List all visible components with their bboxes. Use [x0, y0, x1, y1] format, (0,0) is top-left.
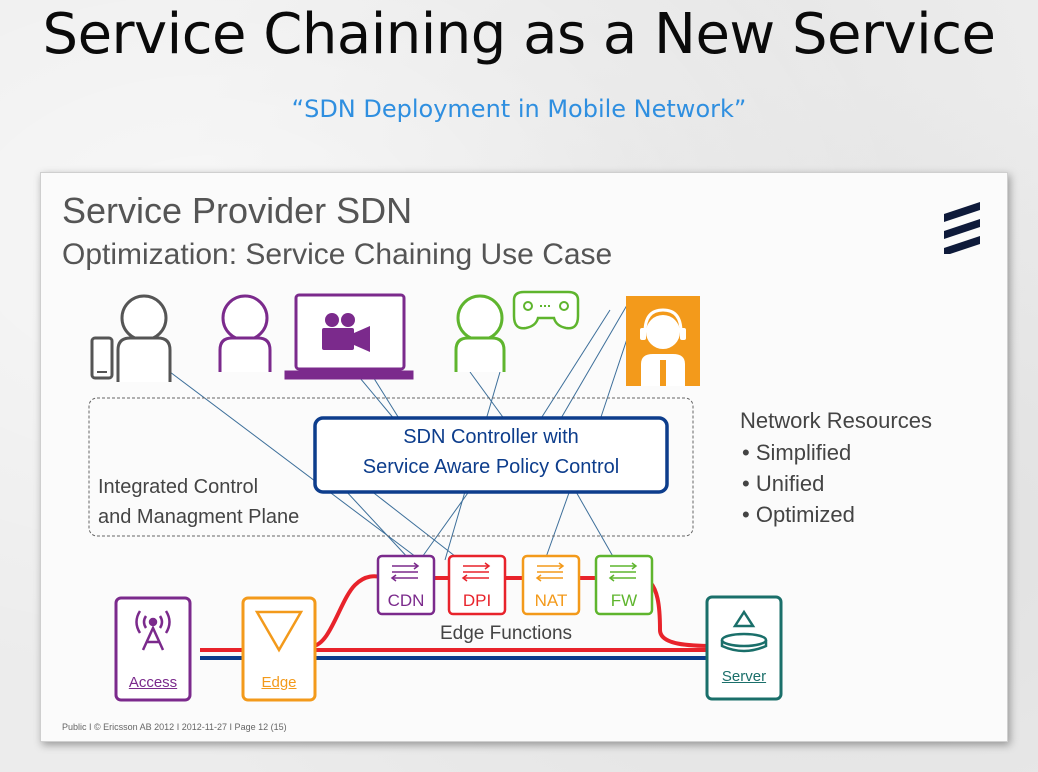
- function-nat: [521, 554, 581, 616]
- slide-subtitle: Optimization: Service Chaining Use Case: [62, 238, 613, 271]
- edge-functions-label: Edge Functions: [440, 623, 573, 644]
- function-label-nat: NAT: [534, 591, 568, 610]
- phone-user: [90, 294, 172, 382]
- plane-label-1: Integrated Control: [98, 476, 259, 498]
- support-user: [626, 296, 700, 386]
- resources-list: • Simplified • Unified • Optimized: [742, 437, 855, 530]
- server-label: Server: [721, 668, 767, 685]
- function-fw: [594, 554, 654, 616]
- resources-title: Network Resources: [740, 408, 932, 433]
- resources-item: • Simplified: [742, 440, 852, 465]
- connector-lines: [169, 299, 641, 561]
- access-node: [114, 596, 192, 702]
- sdn-controller-box: [313, 416, 669, 494]
- page-subtitle: “SDN Deployment in Mobile Network”: [291, 95, 747, 123]
- controller-label-2: Service Aware Policy Control: [362, 456, 620, 478]
- access-label: Access: [128, 674, 178, 691]
- server-node: [705, 595, 783, 701]
- function-label-cdn: CDN: [387, 591, 425, 610]
- gaming-user: [454, 290, 580, 372]
- slide-title: Service Provider SDN: [62, 190, 413, 231]
- edge-node: [241, 596, 317, 702]
- resources-item: • Optimized: [742, 502, 855, 527]
- page-title: Service Chaining as a New Service: [42, 2, 996, 67]
- edge-label: Edge: [261, 674, 297, 691]
- function-dpi: [447, 554, 507, 616]
- function-cdn: [376, 554, 436, 616]
- slide-footer: Public I © Ericsson AB 2012 I 2012-11-27…: [62, 722, 287, 732]
- function-label-dpi: DPI: [462, 591, 492, 610]
- resources-item: • Unified: [742, 471, 825, 496]
- ericsson-logo: [944, 202, 980, 254]
- management-plane-box: [88, 397, 694, 537]
- video-user: [218, 293, 414, 380]
- plane-label-2: and Managment Plane: [98, 506, 300, 528]
- controller-label-1: SDN Controller with: [403, 426, 579, 448]
- function-label-fw: FW: [610, 591, 638, 610]
